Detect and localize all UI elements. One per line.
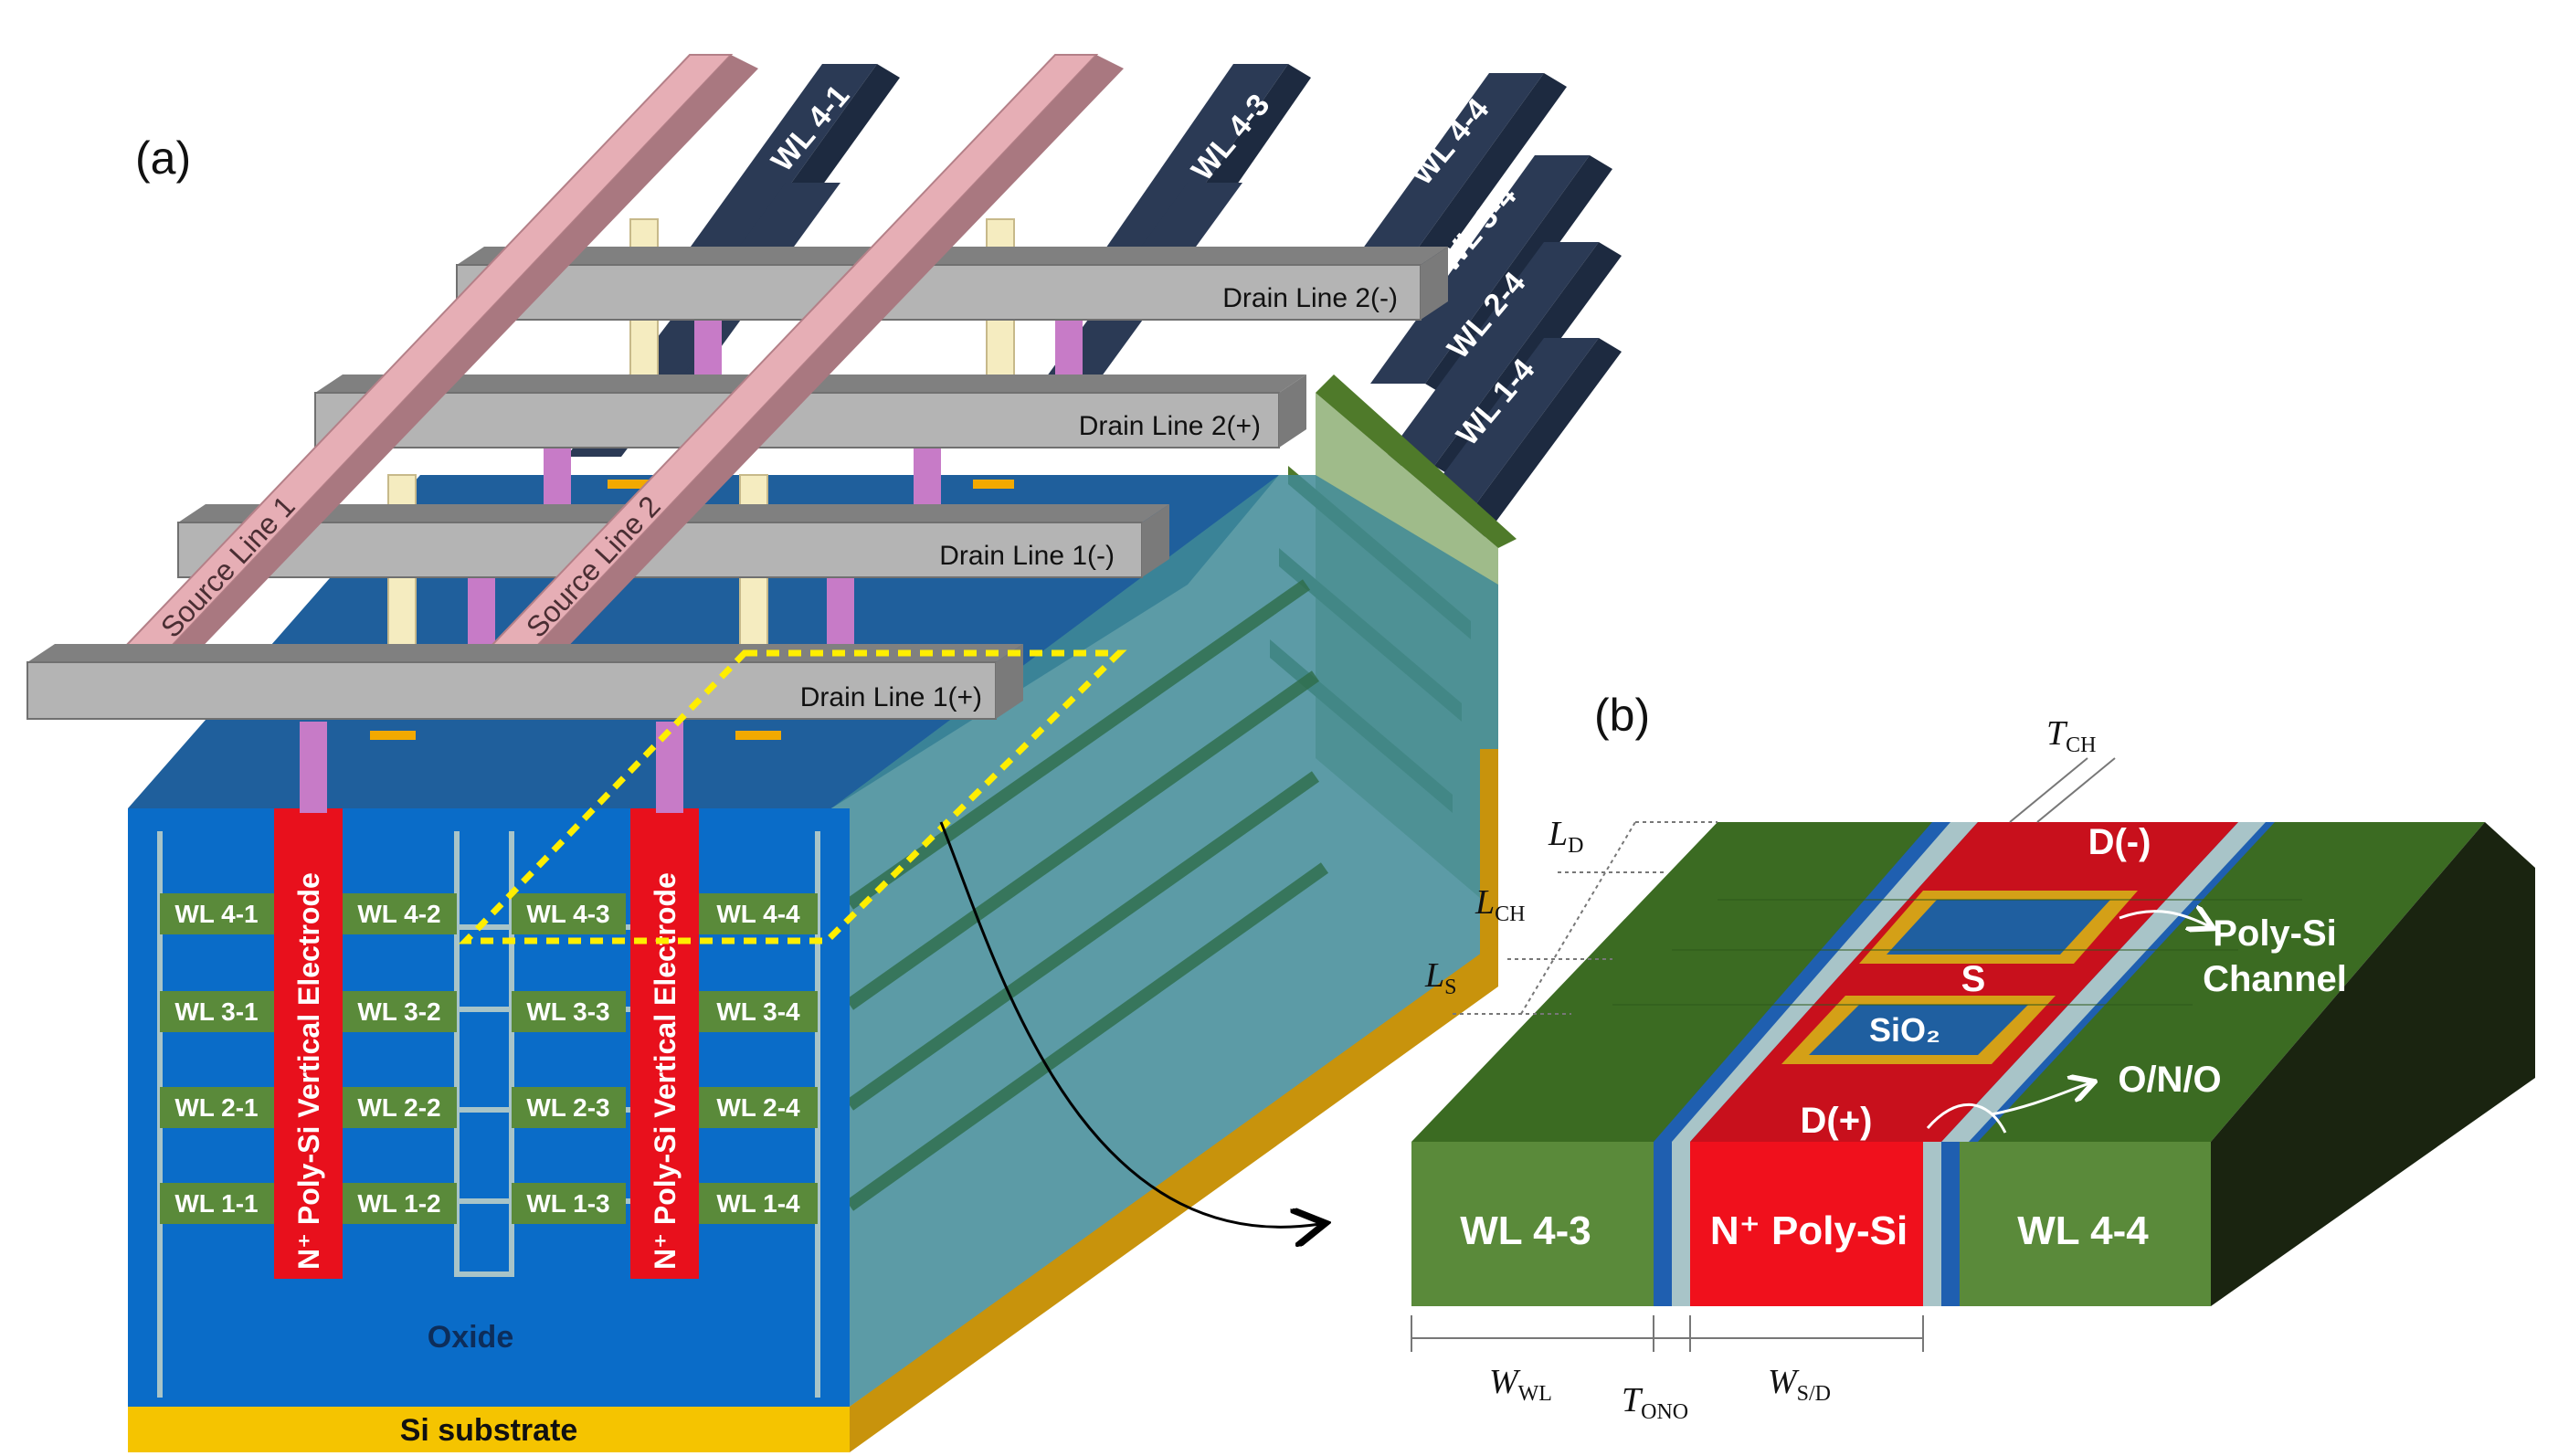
wl-cell <box>699 1183 818 1224</box>
electrode-label-left: N⁺ Poly-Si Vertical Electrode <box>292 872 325 1270</box>
cell-right-face <box>2211 822 2535 1306</box>
drain-line-2-plus-label: Drain Line 2(+) <box>1079 411 1261 441</box>
wl-label-1-2: WL 1-2 <box>357 1189 440 1218</box>
channel-label-line1: Poly-Si <box>2213 913 2337 954</box>
wl-cell <box>343 1087 457 1128</box>
back-wl-bar-1 <box>658 64 877 292</box>
oxide-label: Oxide <box>428 1320 513 1355</box>
wl-label-3-3: WL 3-3 <box>526 997 609 1026</box>
dim-l-ch: LCH <box>1475 883 1525 926</box>
wl-left-label: WL 4-3 <box>1460 1208 1591 1253</box>
wl-cell <box>699 991 818 1032</box>
center-label: N⁺ Poly-Si <box>1710 1208 1908 1253</box>
front-wordline-grid <box>160 893 818 1224</box>
ono-bracket <box>1926 1103 2007 1134</box>
dim-w-wl: WWL <box>1489 1363 1552 1406</box>
wl-label-2-1: WL 2-1 <box>174 1093 258 1122</box>
wl-label-2-2: WL 2-2 <box>357 1093 440 1122</box>
wl-label-4-3: WL 4-3 <box>526 900 609 928</box>
drain-line-1-minus-label: Drain Line 1(-) <box>939 541 1115 571</box>
wl-label-3-4: WL 3-4 <box>716 997 800 1026</box>
wl-label-2-4: WL 2-4 <box>716 1093 800 1122</box>
wl-cell <box>512 991 626 1032</box>
wl-label-1-4: WL 1-4 <box>716 1189 800 1218</box>
dim-l-s: LS <box>1424 956 1457 999</box>
wl-cell <box>512 1183 626 1224</box>
wl-label-4-2: WL 4-2 <box>357 900 440 928</box>
drain-line-1-plus <box>26 661 997 720</box>
dim-t-ch: TCH <box>2046 714 2096 757</box>
back-wl-bar-3 <box>1325 73 1544 301</box>
panel-a: (a) WL 4-1 WL 4-3 WL 4-4 WL 3-4 WL 2-4 W… <box>26 54 1622 1452</box>
vias <box>300 320 1083 813</box>
dim-w-sd: WS/D <box>1768 1363 1831 1406</box>
dimension-lines <box>1411 757 2116 1352</box>
zoom-arrow <box>939 821 1320 1227</box>
drain-line-2-minus-label: Drain Line 2(-) <box>1222 283 1398 313</box>
wl-cell <box>343 1183 457 1224</box>
dim-l-d: LD <box>1548 815 1583 858</box>
sio2-label: SiO₂ <box>1869 1011 1940 1049</box>
wl-cell <box>699 893 818 934</box>
center-electrode <box>1690 1142 1923 1306</box>
selection-outline <box>458 649 1127 944</box>
drain-plus-label: D(+) <box>1801 1101 1873 1141</box>
wl-cell <box>343 991 457 1032</box>
back-wl-bar-5 <box>1379 242 1599 466</box>
electrode-label-right: N⁺ Poly-Si Vertical Electrode <box>649 872 682 1270</box>
panel-a-label: (a) <box>135 132 191 184</box>
back-wl-bar-2 <box>1069 64 1288 301</box>
wl-label-3-1: WL 3-1 <box>174 997 258 1026</box>
wl-label-2-3: WL 2-3 <box>526 1093 609 1122</box>
wl-label-4-1: WL 4-1 <box>174 900 258 928</box>
substrate-label: Si substrate <box>400 1413 578 1448</box>
drain-minus-label: D(-) <box>2088 822 2151 862</box>
channel-arrow <box>2119 912 2211 927</box>
wl-cell <box>160 991 274 1032</box>
channel-label-line2: Channel <box>2203 959 2347 999</box>
dim-t-ono: TONO <box>1622 1381 1688 1424</box>
source-lines: Source Line 1 Source Line 2 <box>121 54 1124 658</box>
wl-cell <box>512 893 626 934</box>
back-wordlines: WL 4-1 WL 4-3 WL 4-4 WL 3-4 WL 2-4 WL 1-… <box>566 64 1622 562</box>
wl-label-1-1: WL 1-1 <box>174 1189 258 1218</box>
wl-cell <box>160 893 274 934</box>
ono-arrow <box>1991 1082 2092 1116</box>
panel-b: (b) WL 4- <box>1411 690 2535 1424</box>
drain-line-1-plus-group: Drain Line 1(+) <box>26 644 1023 720</box>
wl-right-label: WL 4-4 <box>2017 1208 2149 1253</box>
wl-cell <box>160 1087 274 1128</box>
wl-cell <box>512 1087 626 1128</box>
substrate <box>128 1407 850 1452</box>
channel-windows <box>1781 891 2138 1064</box>
source-label: S <box>1961 959 1986 999</box>
wl-cell <box>343 893 457 934</box>
panel-b-label: (b) <box>1594 690 1650 741</box>
dimension-labels: TCH LD LCH LS WWL TONO WS/D <box>1424 714 2096 1424</box>
wl-label-3-2: WL 3-2 <box>357 997 440 1026</box>
wl-cell <box>160 1183 274 1224</box>
electrode-right <box>630 808 699 1279</box>
electrode-left <box>274 808 343 1279</box>
drain-line-1-plus-label: Drain Line 1(+) <box>800 682 982 712</box>
wl-label-1-3: WL 1-3 <box>526 1189 609 1218</box>
drain-line-2-minus <box>456 264 1422 321</box>
wl-label-4-4: WL 4-4 <box>716 900 800 928</box>
wl-cell <box>699 1087 818 1128</box>
back-wl-bar-4 <box>1370 155 1590 384</box>
ono-label: O/N/O <box>2118 1060 2221 1100</box>
